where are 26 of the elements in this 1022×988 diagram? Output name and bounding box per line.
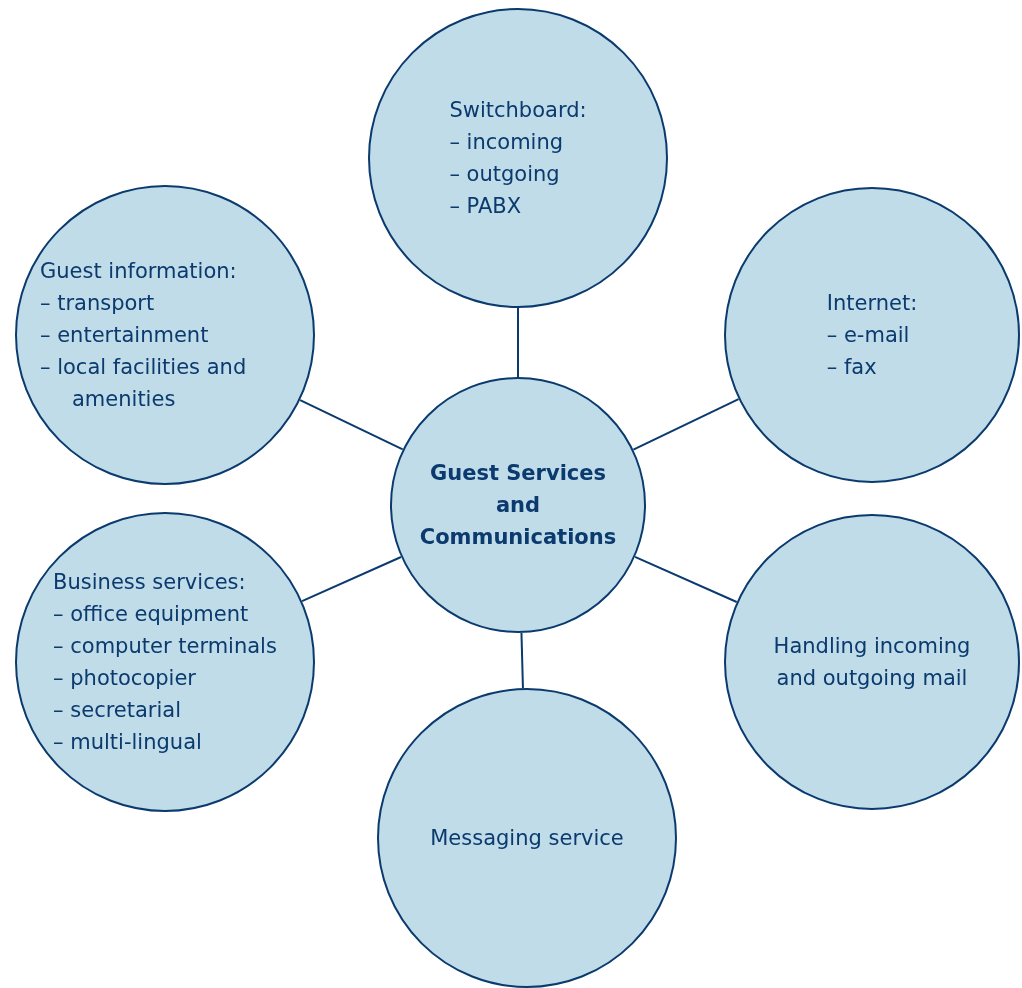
list-item: – entertainment: [40, 322, 210, 349]
node-label: Guest Services and Communications: [418, 460, 618, 551]
connector-line: [517, 307, 519, 378]
connector-line: [301, 556, 403, 603]
node-heading: Internet:: [826, 290, 918, 317]
list-item: – incoming: [449, 129, 565, 156]
node-heading: Switchboard:: [449, 97, 587, 124]
list-item: – transport: [40, 290, 156, 317]
list-item: – e-mail: [826, 322, 911, 349]
connector-line: [634, 555, 738, 603]
list-item: – photocopier: [53, 665, 197, 692]
list-item: – PABX: [449, 193, 523, 220]
list-item: – secretarial: [53, 697, 183, 724]
list-item: – multi-lingual: [53, 729, 203, 756]
connector-line: [299, 399, 404, 451]
node-heading: Guest information:: [40, 258, 238, 285]
list-item: – local facilities and amenities: [40, 354, 248, 413]
node-label: Messaging service: [430, 825, 624, 852]
node-heading: Business services:: [53, 569, 247, 596]
node-label: Handling incoming and outgoing mail: [772, 633, 972, 692]
list-item: – office equipment: [53, 601, 250, 628]
list-item: – outgoing: [449, 161, 561, 188]
list-item: – computer terminals: [53, 633, 277, 660]
connector-line: [520, 631, 524, 690]
list-item: – fax: [826, 354, 878, 381]
connector-line: [632, 398, 740, 451]
